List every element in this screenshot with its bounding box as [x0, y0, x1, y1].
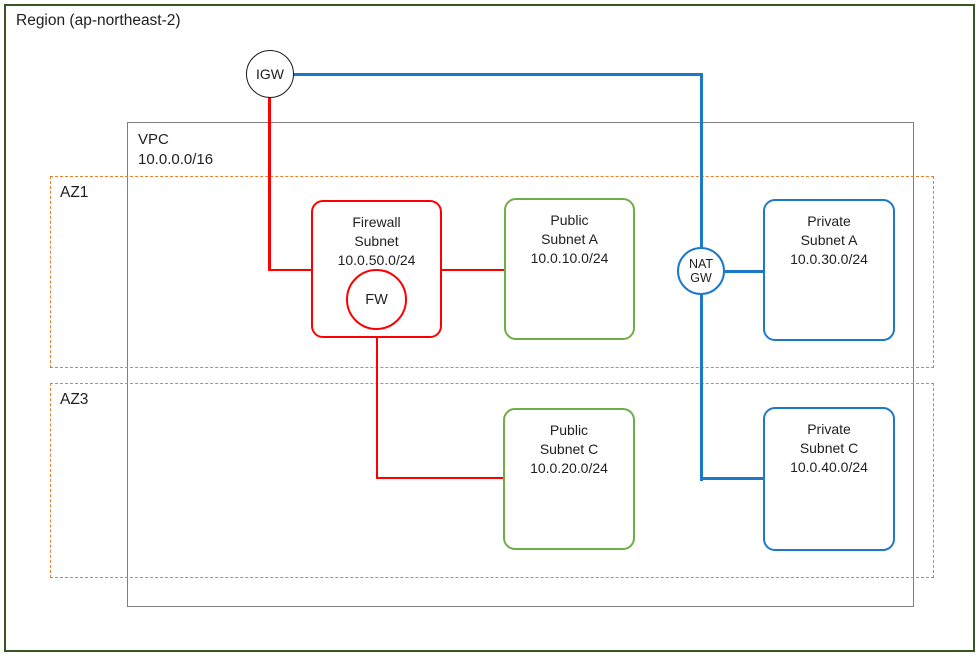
firewall-subnet-cidr: 10.0.50.0/24 — [337, 252, 416, 268]
link-nat-private-c-horizontal — [699, 477, 765, 480]
public-subnet-c-box: Public Subnet C 10.0.20.0/24 — [503, 408, 635, 550]
az1-box — [50, 176, 934, 368]
vpc-cidr: 10.0.0.0/16 — [138, 151, 214, 168]
private-subnet-a-cidr: 10.0.30.0/24 — [790, 251, 868, 267]
public-subnet-c-name-line2: Subnet C — [539, 441, 599, 457]
private-subnet-c-cidr: 10.0.40.0/24 — [790, 459, 868, 475]
firewall-subnet-name-line1: Firewall — [352, 214, 401, 230]
private-subnet-a-box: Private Subnet A 10.0.30.0/24 — [763, 199, 895, 341]
vpc-label: VPC 10.0.0.0/16 — [138, 130, 213, 170]
public-subnet-a-name-line2: Subnet A — [541, 231, 598, 247]
private-subnet-a-name-line2: Subnet A — [800, 232, 858, 248]
firewall-subnet-name-line2: Subnet — [354, 233, 399, 249]
link-firewall-public-a — [441, 268, 505, 272]
az1-label: AZ1 — [60, 184, 89, 201]
link-igw-nat-horizontal — [292, 72, 702, 76]
public-subnet-a-cidr: 10.0.10.0/24 — [530, 250, 609, 266]
vpc-box — [127, 122, 914, 607]
private-subnet-c-name-line1: Private — [807, 421, 851, 437]
link-igw-firewall-horizontal — [268, 268, 312, 272]
public-subnet-c-name-line1: Public — [549, 422, 589, 438]
internet-gateway-node: IGW — [246, 50, 294, 98]
firewall-node-label: FW — [365, 291, 388, 308]
firewall-node: FW — [346, 269, 407, 330]
public-subnet-c-cidr: 10.0.20.0/24 — [530, 460, 608, 476]
link-igw-firewall-vertical — [268, 96, 271, 271]
az3-box — [50, 383, 934, 578]
vpc-name: VPC — [138, 131, 169, 148]
az3-label: AZ3 — [60, 391, 89, 408]
link-firewall-public-c-horizontal — [375, 476, 505, 480]
nat-gateway-node: NAT GW — [677, 247, 725, 295]
link-nat-private-a — [723, 269, 764, 273]
private-subnet-a-name-line1: Private — [807, 213, 851, 229]
nat-gateway-label-line2: GW — [690, 271, 712, 285]
private-subnet-c-name-line2: Subnet C — [799, 440, 859, 456]
link-firewall-public-c-vertical — [375, 337, 378, 479]
public-subnet-a-name-line1: Public — [550, 212, 589, 228]
region-label: Region (ap-northeast-2) — [16, 12, 181, 29]
public-subnet-a-box: Public Subnet A 10.0.10.0/24 — [504, 198, 635, 340]
igw-label: IGW — [256, 66, 284, 82]
nat-gateway-label-line1: NAT — [688, 257, 714, 271]
private-subnet-c-box: Private Subnet C 10.0.40.0/24 — [763, 407, 895, 551]
